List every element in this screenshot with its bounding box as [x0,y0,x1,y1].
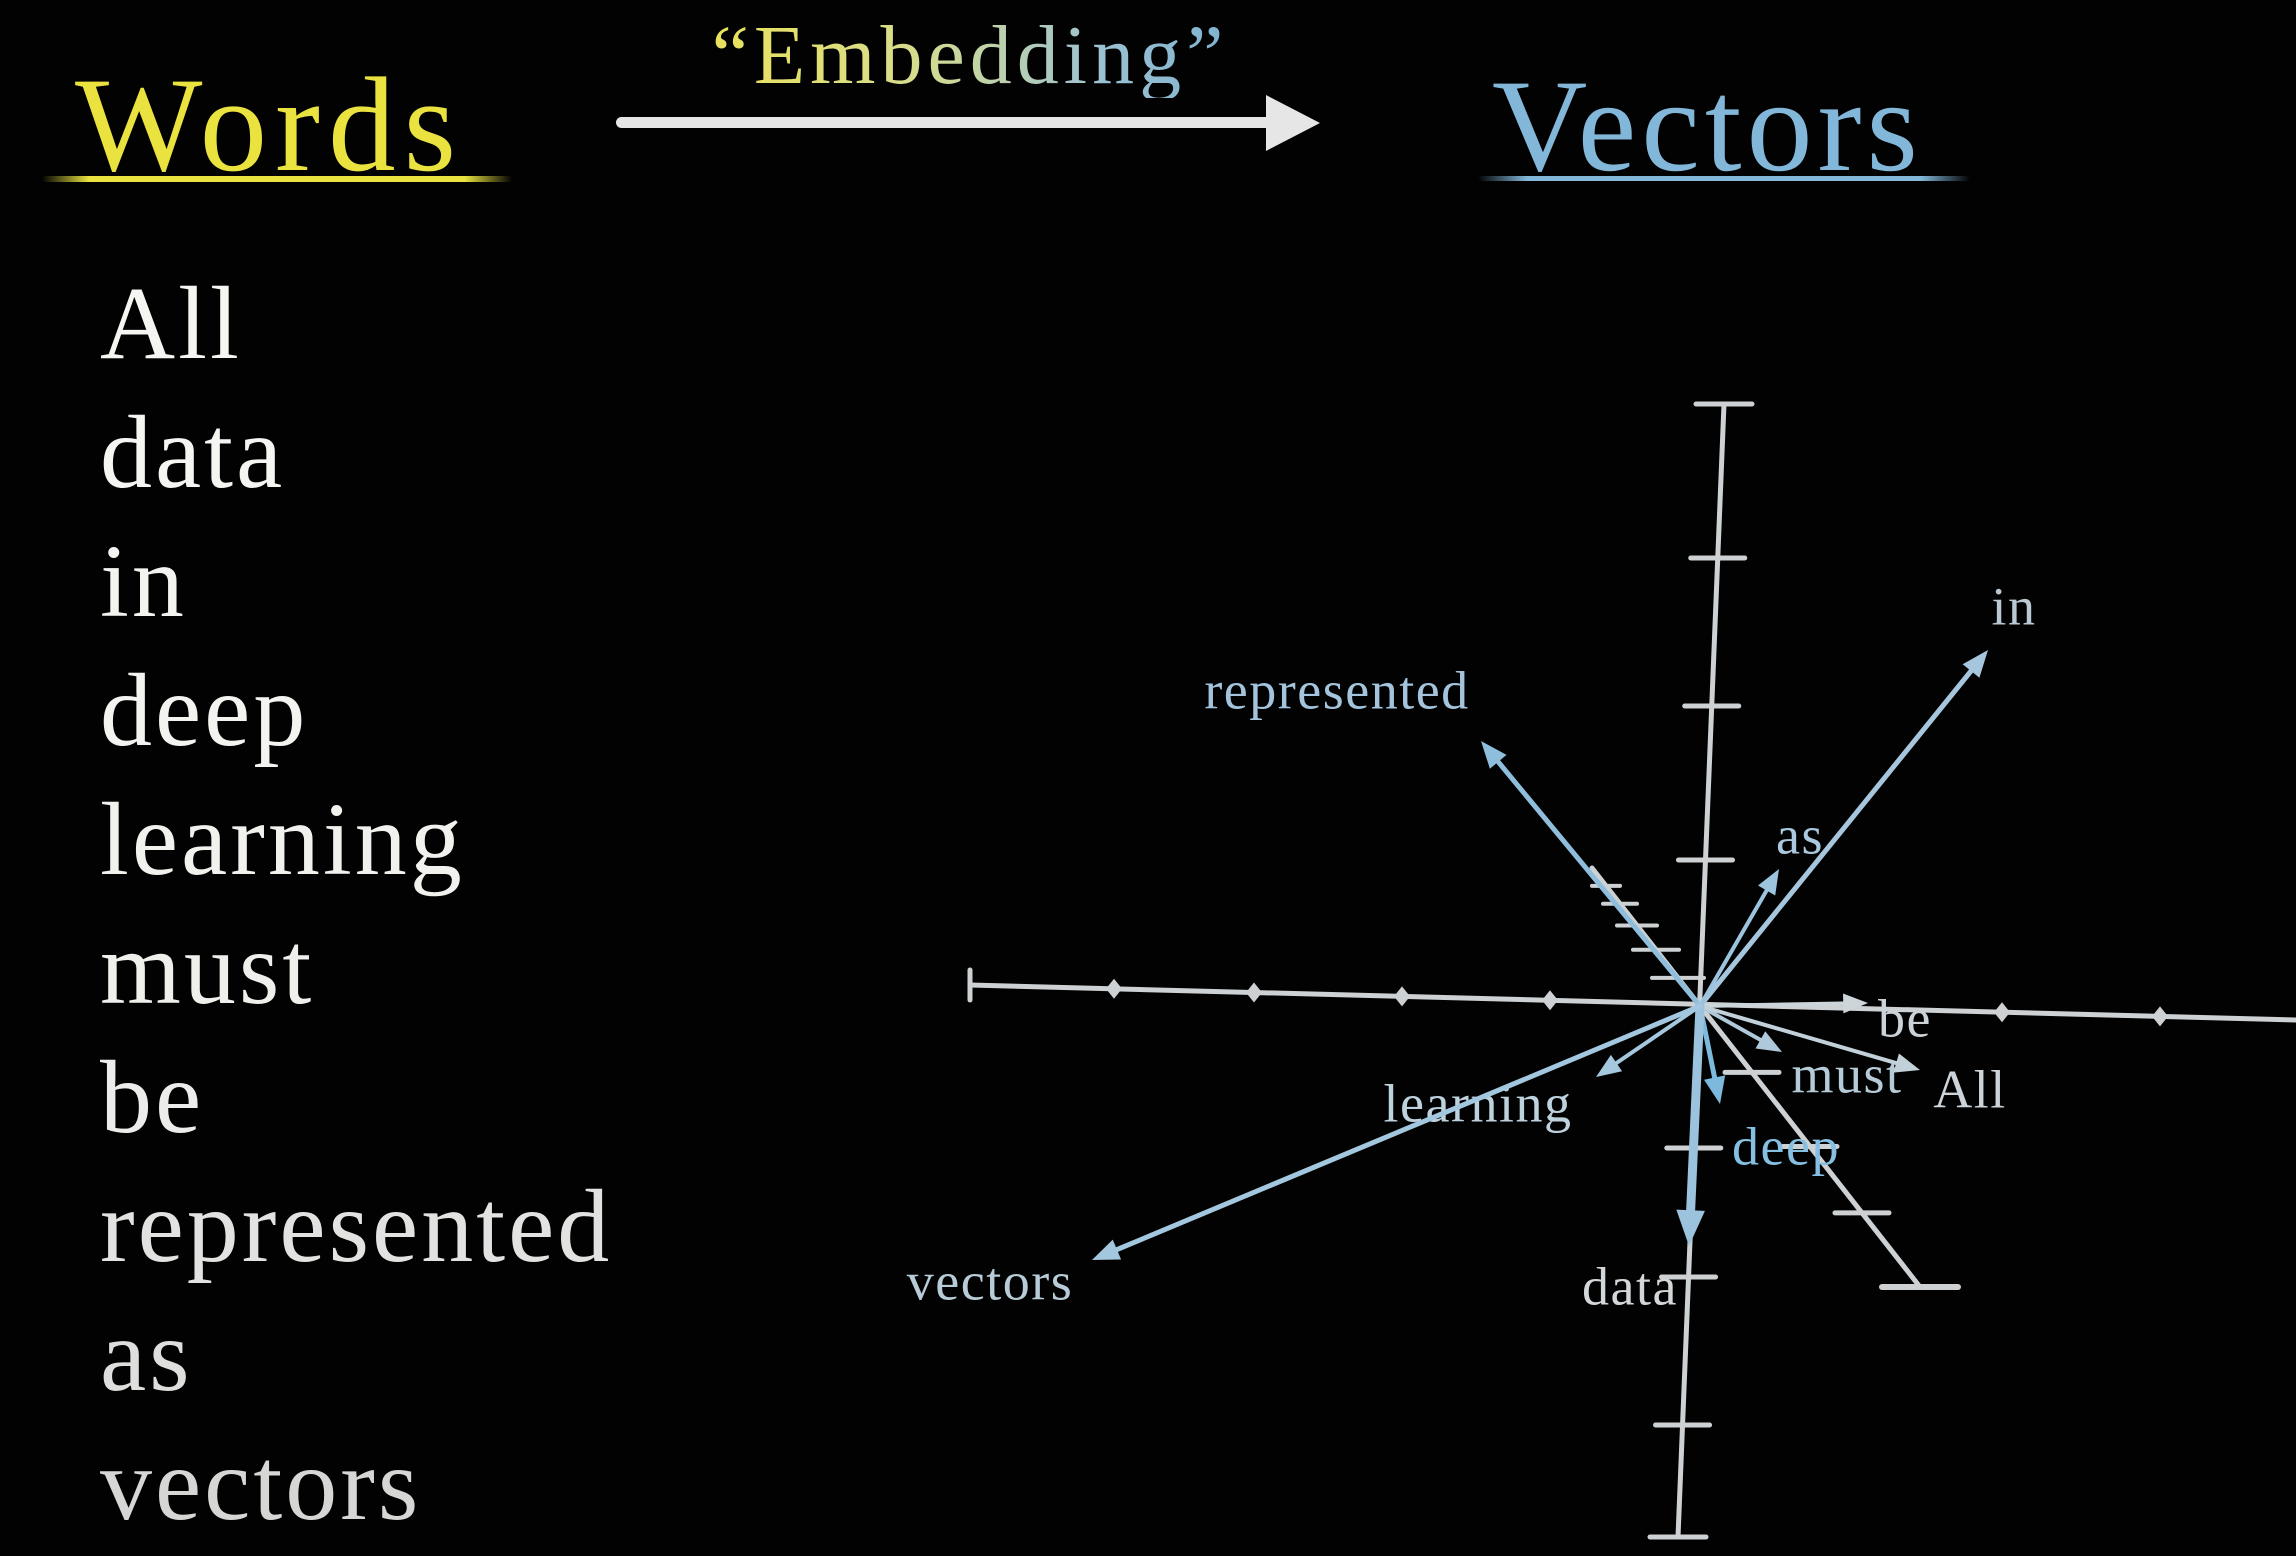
right-arrow-icon [616,117,1272,128]
x-axis-tick [2152,1006,2168,1027]
x-axis-tick [1994,1002,2010,1023]
x-axis-tick [1106,978,1122,999]
vector-arrowhead-data [1676,1209,1705,1246]
word-list-item: data [100,395,286,510]
vector-arrow-as [1698,883,1772,1008]
vector-label-vectors: vectors [907,1251,1073,1311]
word-list-item: as [100,1298,193,1413]
vector-arrowhead-in [1962,650,1988,678]
vector-label-as: as [1776,805,1824,865]
word-list-item: vectors [100,1427,422,1542]
word-list: All data in deep learning must be represented as… [100,259,612,1549]
vector-label-data: data [1582,1256,1678,1316]
y-axis [1675,401,1727,1540]
vector-label-in: in [1991,576,2036,636]
word-list-item: in [100,524,187,639]
vector-arrowhead-as [1758,869,1779,896]
vector-arrow-be [1698,1001,1852,1008]
vector-label-represented: represented [1204,660,1469,720]
vectors-underline [1478,176,1970,181]
word-list-item: deep [100,653,309,768]
vectors-title: Vectors [1492,52,1923,199]
words-title: Words [75,51,465,200]
words-underline [42,176,512,182]
word-list-item: represented [100,1169,613,1284]
word-list-item: learning [100,782,465,897]
embedding-heading: “Embedding” [630,14,1310,98]
vector-arrow-All [1698,1004,1905,1067]
vector-arrowhead-learning [1596,1054,1623,1077]
vector-arrowhead-All [1893,1053,1920,1073]
vector-arrow-must [1698,1004,1768,1045]
vector-arrowhead-must [1755,1031,1782,1052]
x-axis-tick [1246,982,1262,1003]
vector-label-All: All [1933,1059,2007,1119]
x-axis-tick [1542,990,1558,1011]
vector-arrowhead-vectors [1092,1239,1122,1260]
vector-arrowhead-represented [1481,741,1507,769]
vector-arrowhead-deep [1704,1075,1726,1104]
vector-arrow-in [1697,663,1978,1009]
vector-label-be: be [1878,988,1932,1048]
right-arrow-head-icon [1266,95,1320,151]
vector-arrow-learning [1609,1004,1702,1069]
vector-arrow-data [1685,1001,1705,1224]
embedding-label: “Embedding” [711,9,1229,102]
vector-arrow-vectors [1108,1003,1703,1255]
vector-label-deep: deep [1732,1116,1840,1176]
x-axis-tick [1394,986,1410,1007]
word-list-item: be [100,1040,205,1155]
vector-arrowhead-be [1843,993,1868,1014]
word-list-item: must [100,911,315,1026]
word-list-item: All [100,266,242,381]
x-axis [967,982,2296,1023]
vector-arrow-represented [1491,754,1703,1009]
vector-label-must: must [1791,1044,1902,1104]
